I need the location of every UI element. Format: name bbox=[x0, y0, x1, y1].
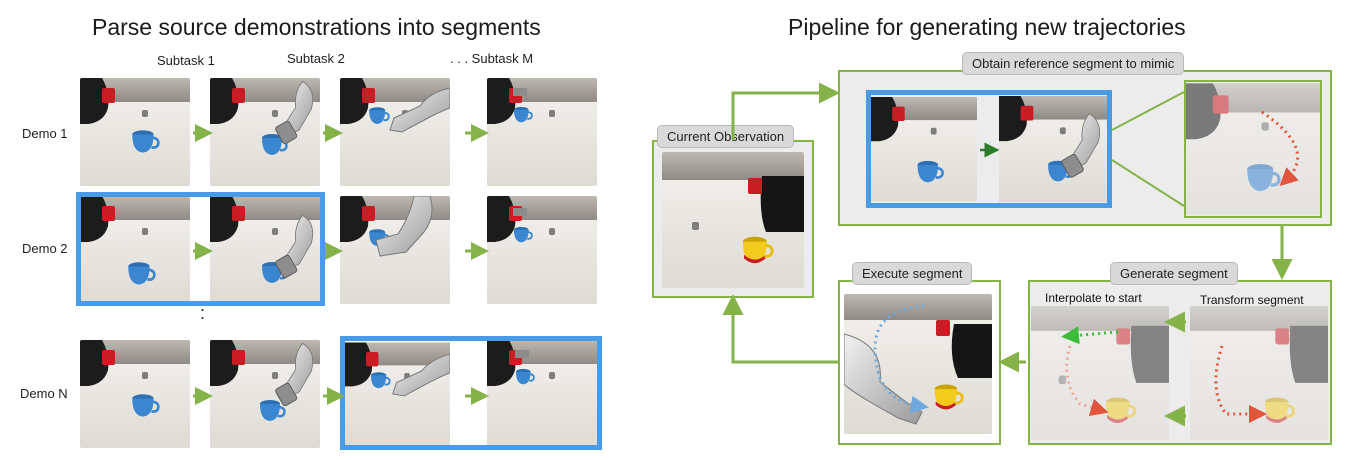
current-observation-tag: Current Observation bbox=[657, 125, 795, 148]
transform-label: Transform segment bbox=[1200, 293, 1304, 307]
demo-2-selected-segment bbox=[76, 192, 325, 306]
right-title: Pipeline for generating new trajectories bbox=[788, 14, 1186, 40]
vertical-ellipsis: : bbox=[200, 303, 206, 323]
demo-2-frame-4 bbox=[487, 196, 597, 304]
execute-segment-tag: Execute segment bbox=[852, 262, 973, 285]
subtask-1-label: Subtask 1 bbox=[157, 53, 215, 68]
execute-frame bbox=[844, 294, 992, 434]
interpolation-path bbox=[1061, 326, 1119, 345]
generate-segment-tag: Generate segment bbox=[1110, 262, 1238, 285]
demo-n-label: Demo N bbox=[20, 386, 68, 401]
current-observation-image bbox=[662, 152, 804, 288]
execution-path bbox=[873, 304, 929, 414]
demo-2-label: Demo 2 bbox=[22, 241, 68, 256]
interpolate-frame bbox=[1031, 306, 1169, 440]
zoom-connector-bottom bbox=[1111, 159, 1185, 207]
left-title: Parse source demonstrations into segment… bbox=[92, 14, 541, 40]
subtask-2-label: Subtask 2 bbox=[287, 51, 345, 66]
arrow-obs-to-reference bbox=[731, 82, 840, 140]
reference-zoom-box bbox=[1184, 80, 1322, 218]
demo-1-label: Demo 1 bbox=[22, 126, 68, 141]
reference-segment-highlight bbox=[866, 90, 1112, 208]
subtask-m-label: . . . Subtask M bbox=[450, 51, 534, 66]
demo-1-frame-3 bbox=[340, 78, 450, 186]
interpolate-label: Interpolate to start bbox=[1045, 291, 1142, 305]
demo-1-frame-4 bbox=[487, 78, 597, 186]
zoom-connector-top bbox=[1111, 91, 1185, 131]
transformed-trajectory-path bbox=[1214, 345, 1267, 423]
demo-n-frame-4 bbox=[487, 340, 597, 448]
interpolated-trajectory-path bbox=[1065, 345, 1109, 417]
demo-2-frame-3 bbox=[340, 196, 450, 304]
reference-trajectory-path bbox=[1261, 110, 1300, 187]
arrow-execute-to-obs bbox=[722, 294, 838, 364]
demo-n-frame-3 bbox=[345, 340, 450, 448]
obtain-reference-tag: Obtain reference segment to mimic bbox=[962, 52, 1185, 75]
